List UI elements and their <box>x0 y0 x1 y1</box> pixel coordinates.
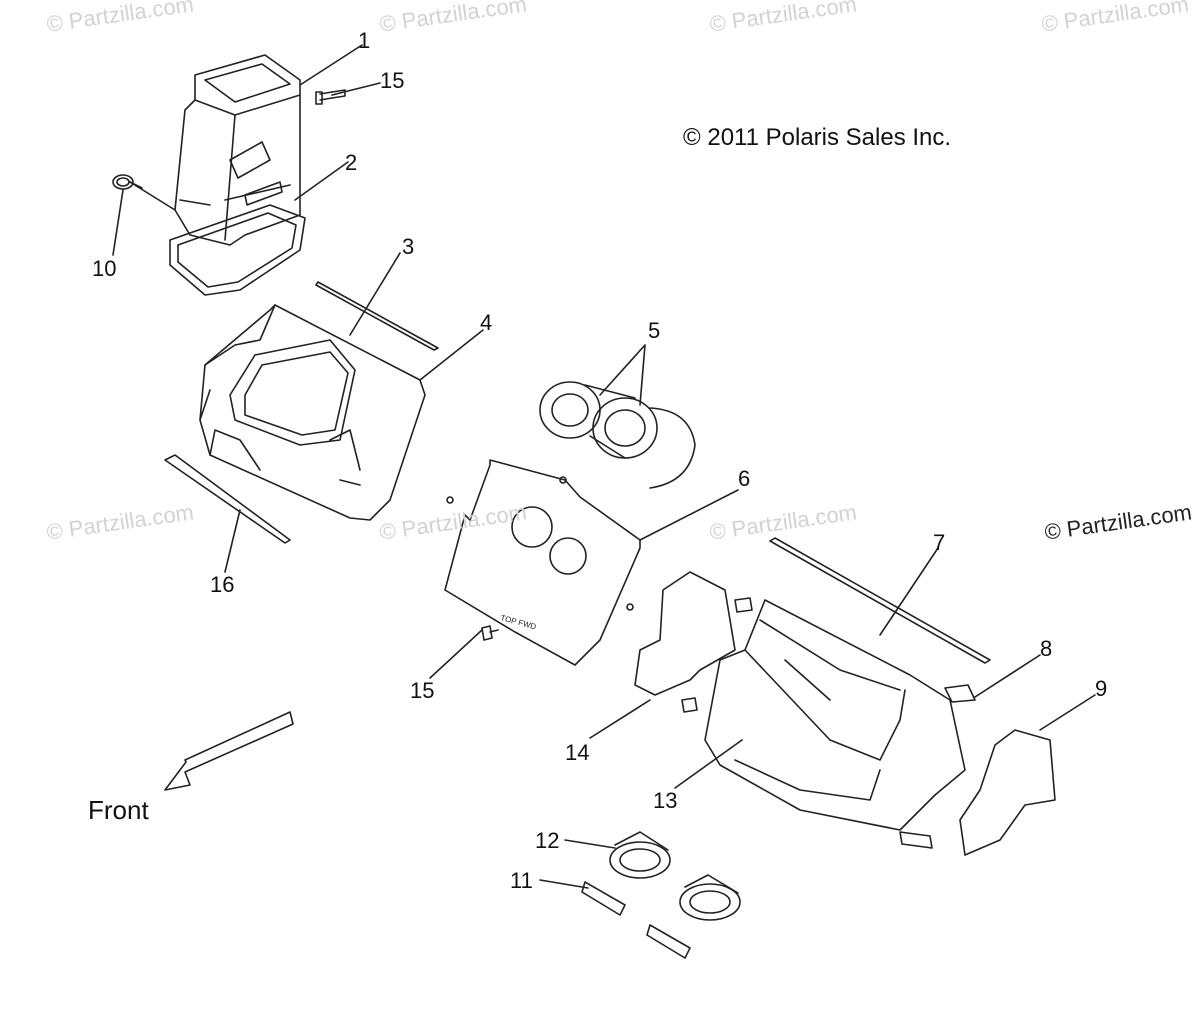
callout-number: 4 <box>480 310 493 335</box>
part-13-airbox-base <box>704 599 966 831</box>
copyright-notice: © 2011 Polaris Sales Inc. <box>683 124 952 151</box>
callout-number: 13 <box>653 788 678 813</box>
callout-number: 5 <box>648 318 661 343</box>
callout-number: 2 <box>345 150 358 175</box>
callout-number: 14 <box>565 740 590 765</box>
callout-number: 1 <box>358 28 371 53</box>
part-6-label: TOP FWD <box>499 613 537 631</box>
part-6-plate <box>444 459 641 666</box>
callout-number: 3 <box>402 234 415 259</box>
callout-number: 8 <box>1040 636 1053 661</box>
front-label: Front <box>88 795 149 825</box>
part-5-velocity-stacks <box>539 381 696 489</box>
part-3-gasket <box>315 281 439 351</box>
part-9-panel <box>959 729 1056 856</box>
callout-number: 6 <box>738 466 751 491</box>
small-clips <box>681 597 933 849</box>
callout-number: 12 <box>535 828 560 853</box>
part-2-seal <box>169 204 306 296</box>
callout-number: 16 <box>210 572 235 597</box>
part-12-boots <box>609 831 741 921</box>
part-1-intake-duct <box>174 54 301 246</box>
part-16-plate <box>164 454 291 544</box>
leader-lines <box>112 44 1096 889</box>
part-15-bolt-top <box>315 89 346 105</box>
part-4-airbox-lid <box>199 304 426 521</box>
callout-number: 15 <box>410 678 435 703</box>
callout-number: 10 <box>92 256 117 281</box>
part-7-strip <box>769 537 991 664</box>
part-8-clip <box>944 684 976 703</box>
callout-number: 15 <box>380 68 405 93</box>
callout-number: 7 <box>933 530 946 555</box>
part-15-bolt-mid <box>481 625 499 641</box>
front-arrow <box>164 711 294 791</box>
screws <box>446 476 634 611</box>
part-11-clamps <box>581 881 691 959</box>
part-14-panel <box>634 571 736 696</box>
callout-number: 11 <box>510 868 533 893</box>
callout-number: 9 <box>1095 676 1108 701</box>
